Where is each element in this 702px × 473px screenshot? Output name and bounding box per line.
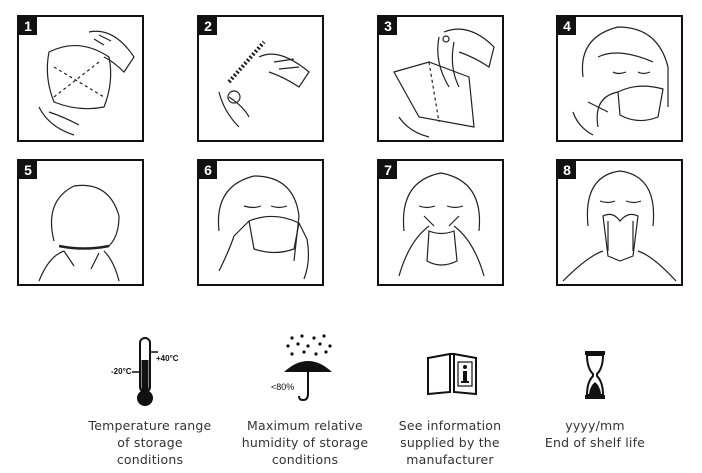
step-2-panel: 2 bbox=[197, 15, 324, 142]
shelf-life-date-format: yyyy/mm bbox=[565, 418, 625, 433]
step-8-illustration bbox=[562, 170, 677, 282]
humidity-label: <80% bbox=[271, 382, 295, 392]
step-8-number: 8 bbox=[558, 161, 576, 179]
shelf-life-symbol bbox=[584, 350, 606, 400]
step-3-number: 3 bbox=[379, 17, 397, 35]
step-8-panel: 8 bbox=[556, 159, 683, 286]
step-6-number: 6 bbox=[199, 161, 217, 179]
humidity-caption-line-1: Maximum relative bbox=[247, 418, 363, 433]
step-6-panel: 6 bbox=[197, 159, 324, 286]
information-caption-line-3: manufacturer bbox=[406, 452, 494, 467]
step-3-panel: 3 bbox=[377, 15, 504, 142]
temperature-caption: Temperature range of storage conditions bbox=[70, 417, 230, 468]
umbrella-rain-icon bbox=[284, 334, 332, 402]
humidity-caption-line-2: humidity of storage bbox=[241, 435, 369, 450]
step-4-panel: 4 bbox=[556, 15, 683, 142]
temperature-caption-line-3: conditions bbox=[116, 452, 184, 467]
humidity-symbol: <80% bbox=[270, 332, 340, 406]
temp-high-label: +40°C bbox=[156, 354, 179, 363]
humidity-caption-line-3: conditions bbox=[271, 452, 339, 467]
temp-low-label: -20°C bbox=[111, 367, 132, 376]
temperature-caption-line-2: of storage bbox=[117, 435, 183, 450]
step-1-number: 1 bbox=[19, 17, 37, 35]
step-3-illustration bbox=[393, 28, 495, 138]
step-5-illustration bbox=[38, 184, 120, 282]
information-caption: See information supplied by the manufact… bbox=[380, 417, 520, 468]
information-caption-line-2: supplied by the bbox=[400, 435, 500, 450]
step-1-illustration bbox=[38, 30, 135, 136]
step-4-number: 4 bbox=[558, 17, 576, 35]
shelf-life-caption-text: End of shelf life bbox=[544, 435, 646, 450]
shelf-life-caption: yyyy/mm End of shelf life bbox=[530, 417, 660, 451]
step-7-number: 7 bbox=[379, 161, 397, 179]
step-5-panel: 5 bbox=[17, 159, 144, 286]
step-7-panel: 7 bbox=[377, 159, 504, 286]
information-symbol bbox=[426, 352, 478, 396]
step-6-illustration bbox=[217, 175, 310, 280]
step-5-number: 5 bbox=[19, 161, 37, 179]
step-7-illustration bbox=[398, 172, 485, 277]
step-1-panel: 1 bbox=[17, 15, 144, 142]
humidity-caption: Maximum relative humidity of storage con… bbox=[230, 417, 380, 468]
book-info-icon bbox=[427, 352, 477, 396]
step-2-illustration bbox=[218, 40, 310, 128]
step-4-illustration bbox=[572, 26, 669, 136]
temperature-caption-line-1: Temperature range bbox=[88, 418, 212, 433]
step-2-number: 2 bbox=[199, 17, 217, 35]
information-caption-line-1: See information bbox=[398, 418, 502, 433]
hourglass-icon bbox=[585, 351, 605, 399]
temperature-symbol: +40°C -20°C bbox=[110, 332, 190, 412]
thermometer-icon bbox=[132, 337, 158, 406]
